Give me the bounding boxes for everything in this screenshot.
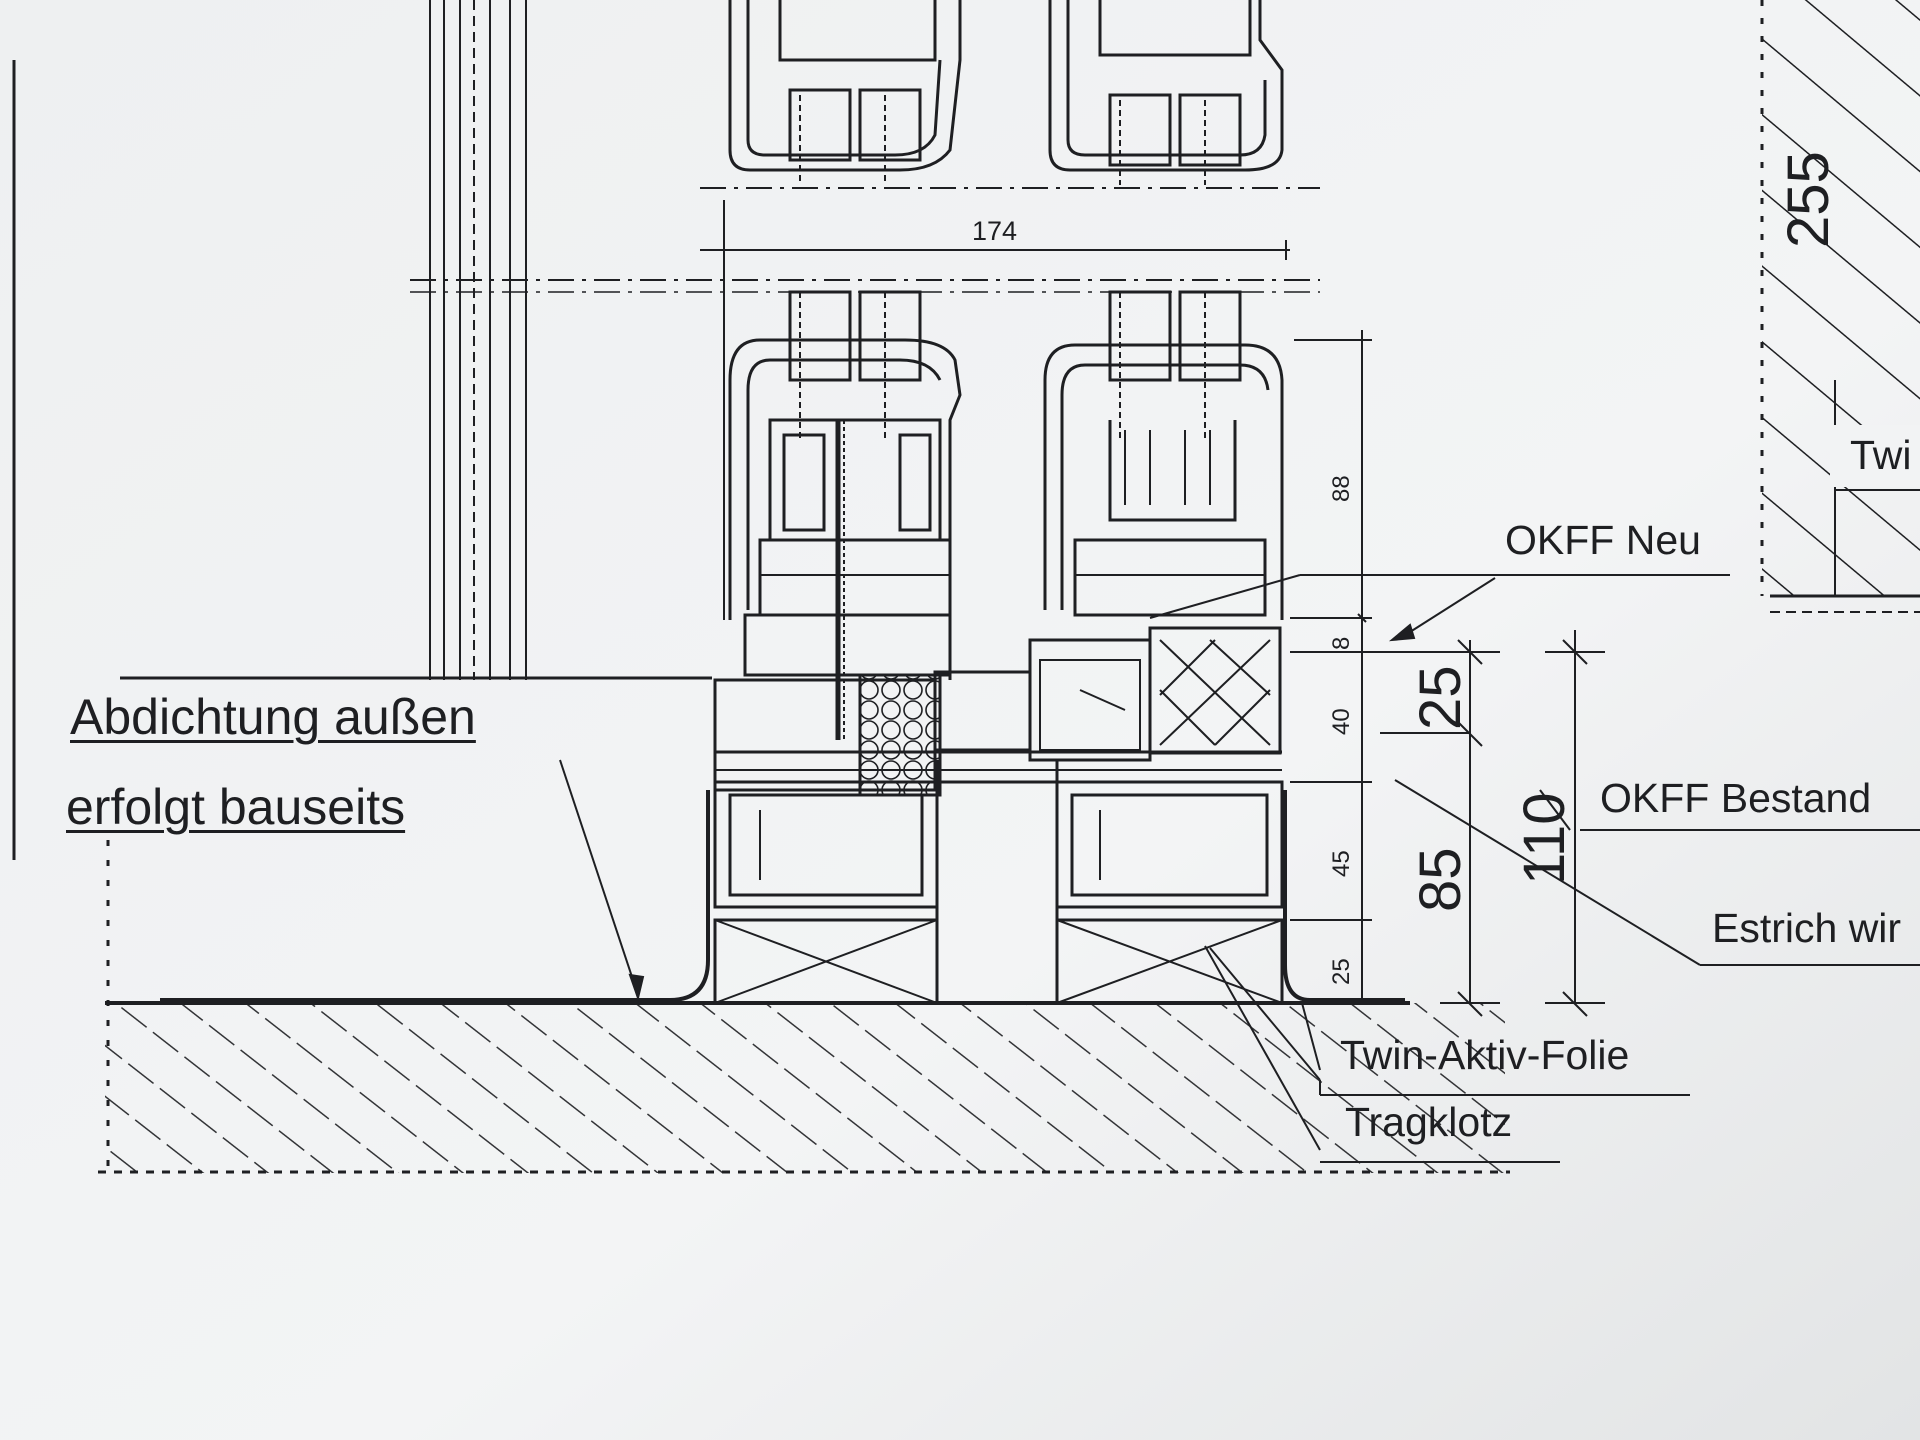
label-okff-bestand: OKFF Bestand: [1600, 775, 1872, 821]
dim-255: 255: [1776, 151, 1841, 248]
dim-25-large: 25: [1408, 665, 1473, 730]
wall-section-right: [1760, 0, 1920, 613]
label-twin-partial: Twi: [1850, 432, 1912, 478]
lower-sash-left: [728, 290, 962, 740]
dim-110: 110: [1512, 792, 1577, 885]
lower-sash-right: [1043, 290, 1284, 620]
annotation-seal-line2: erfolgt bauseits: [66, 779, 406, 835]
dim-8: 8: [1328, 636, 1355, 650]
floor-slab: [98, 840, 1510, 1174]
label-tragklotz: Tragklotz: [1345, 1099, 1513, 1145]
threshold-profile: [713, 626, 1282, 797]
seal-membrane: [160, 790, 1405, 1002]
annotation-seal-line1: Abdichtung außen: [70, 689, 476, 745]
dim-45: 45: [1328, 850, 1355, 877]
dim-25-small: 25: [1328, 958, 1355, 985]
label-okff-neu: OKFF Neu: [1505, 517, 1701, 563]
dim-85: 85: [1408, 847, 1473, 912]
dimension-chain-right: [1290, 330, 1605, 1017]
wall-section-left: [429, 0, 527, 680]
dimension-width: [723, 200, 1287, 620]
dim-88: 88: [1328, 475, 1355, 502]
label-estrich: Estrich wir: [1712, 905, 1902, 951]
dim-40: 40: [1328, 708, 1355, 735]
label-twin-aktiv-folie: Twin-Aktiv-Folie: [1340, 1032, 1630, 1078]
upper-sash-left: [728, 0, 962, 185]
dim-width-174: 174: [972, 216, 1018, 246]
upper-sash-right: [1048, 0, 1284, 185]
leader-lines: [559, 574, 1920, 1163]
